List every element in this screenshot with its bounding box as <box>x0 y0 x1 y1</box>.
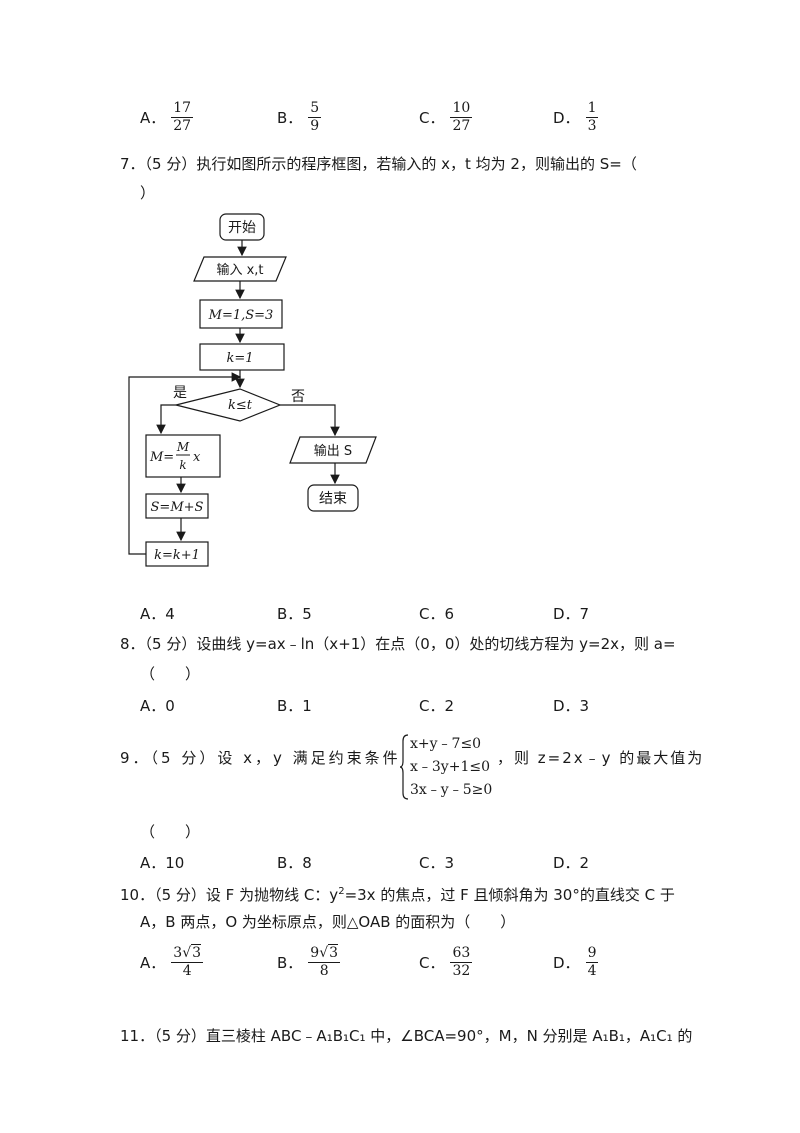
decision-label: k≤t <box>228 398 253 413</box>
step-m-num: M <box>176 440 190 454</box>
output-label: 输出 S <box>314 443 352 459</box>
yes-label: 是 <box>173 385 187 401</box>
q7-stem: 7．（5 分）执行如图所示的程序框图，若输入的 x，t 均为 2，则输出的 S=… <box>120 155 637 173</box>
step-k-label: k=k+1 <box>154 548 200 563</box>
q8-option-d: D．3 <box>553 697 590 715</box>
q11-stem: 11．（5 分）直三棱柱 ABC﹣A₁B₁C₁ 中，∠BCA=90°，M，N 分… <box>120 1027 693 1045</box>
constraint-2: x﹣3y+1≤0 <box>410 759 490 775</box>
q8-option-c: C．2 <box>419 697 455 715</box>
brace-icon <box>400 734 409 800</box>
q10-stem-cont: A，B 两点，O 为坐标原点，则△OAB 的面积为（ ） <box>140 913 516 931</box>
init-k-node <box>199 343 285 371</box>
step-m-pre: M= <box>149 450 174 465</box>
step-m-post: x <box>193 450 201 465</box>
init-k-label: k=1 <box>226 351 253 366</box>
end-node <box>307 484 359 512</box>
step-m-den: k <box>179 458 186 472</box>
input-node <box>193 256 287 282</box>
q7-option-a: A．4 <box>140 605 175 623</box>
q8-stem-cont: （ ） <box>140 665 201 683</box>
start-label: 开始 <box>228 220 256 236</box>
q9-option-b: B．8 <box>277 854 312 872</box>
constraint-1: x+y﹣7≤0 <box>410 736 482 752</box>
init-ms-label: M=1,S=3 <box>208 308 274 323</box>
q9-option-c: C．3 <box>419 854 455 872</box>
step-s-label: S=M+S <box>151 500 204 515</box>
q7-stem-cont: ） <box>140 184 156 202</box>
q7-option-d: D．7 <box>553 605 590 623</box>
q7-option-c: C．6 <box>419 605 455 623</box>
q7-flowchart: 开始 输入 x,t M=1,S=3 k=1 k≤t 是 否 M= M k x S… <box>128 213 377 567</box>
end-label: 结束 <box>319 491 347 507</box>
output-node <box>289 436 377 464</box>
constraint-system: x+y﹣7≤0 x﹣3y+1≤0 3x﹣y﹣5≥0 <box>400 733 500 801</box>
q8-stem: 8．（5 分）设曲线 y=ax﹣ln（x+1）在点（0，0）处的切线方程为 y=… <box>120 635 676 653</box>
q8-option-b: B．1 <box>277 697 312 715</box>
q9-option-a: A．10 <box>140 854 185 872</box>
init-ms-node <box>199 299 283 329</box>
input-label: 输入 x,t <box>216 262 263 278</box>
q8-option-a: A．0 <box>140 697 175 715</box>
q9-stem-suffix: ，则 z=2x﹣y 的最大值为 <box>497 749 705 767</box>
q9-stem: 9．（5 分）设 x，y 满足约束条件 <box>120 749 401 767</box>
q7-option-b: B．5 <box>277 605 312 623</box>
q9-option-d: D．2 <box>553 854 590 872</box>
no-label: 否 <box>291 389 305 405</box>
q10-stem: 10．（5 分）设 F 为抛物线 C：y2=3x 的焦点，过 F 且倾斜角为 3… <box>120 886 675 904</box>
constraint-3: 3x﹣y﹣5≥0 <box>410 782 493 798</box>
step-s-node <box>145 493 209 519</box>
step-m-node <box>145 434 221 478</box>
q9-stem-cont: （ ） <box>140 823 201 841</box>
